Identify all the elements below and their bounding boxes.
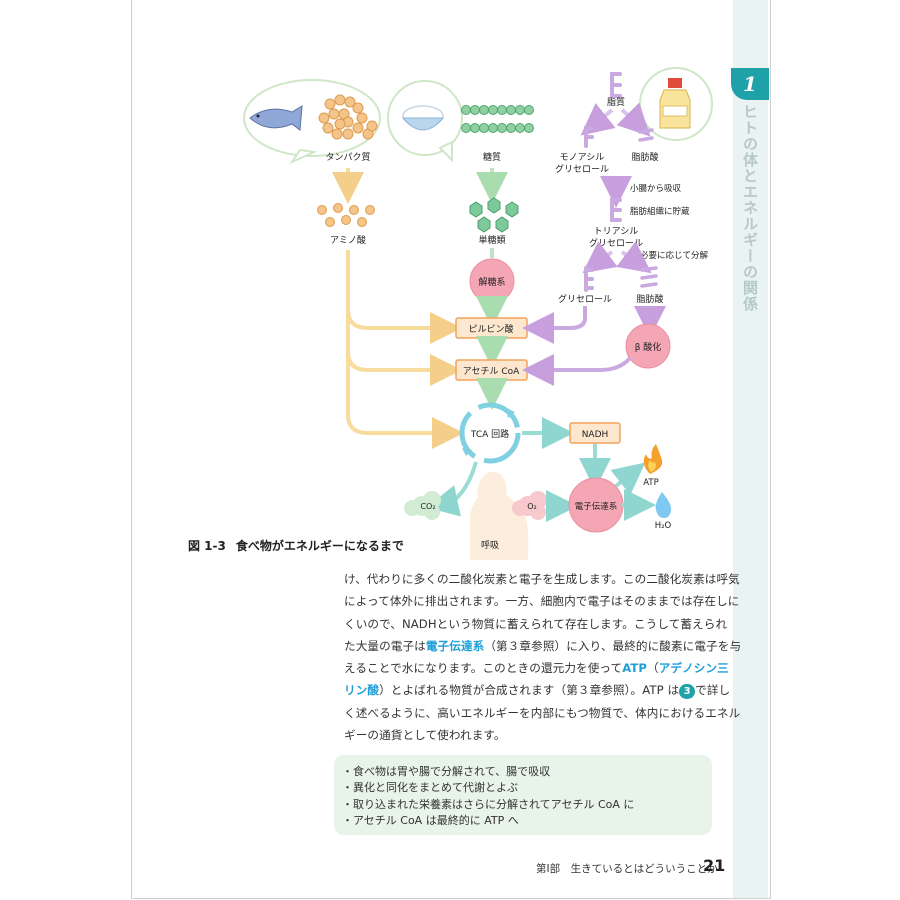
keyword-adenosine: アデノシン三 <box>658 661 729 676</box>
monosaccharide-icons <box>469 197 519 233</box>
label-nadh: NADH <box>582 430 609 440</box>
rice-bowl-icon <box>401 105 445 131</box>
label-triacyl-2: グリセロール <box>589 237 643 249</box>
label-stored: 脂肪組織に貯蔵 <box>630 206 690 217</box>
chapter-number-badge: 1 <box>731 68 769 100</box>
flame-icon <box>643 444 663 474</box>
text-span: （ <box>647 661 659 676</box>
body-paragraph: け、代わりに多くの二酸化炭素と電子を生成します。この二酸化炭素は呼気 によって体… <box>344 568 741 746</box>
metabolism-diagram: タンパク質 糖質 脂質 モノアシル グリセロール 脂肪酸 小腸から吸収 <box>243 67 713 560</box>
label-amino-acid: アミノ酸 <box>330 235 366 246</box>
protein-chain-icon <box>318 94 378 140</box>
water-drop-icon <box>655 492 672 518</box>
keyword-atp: ATP <box>622 661 647 676</box>
label-monoacyl-2: グリセロール <box>555 163 609 175</box>
label-glycerol: グリセロール <box>558 293 612 305</box>
label-fatty-acid-2: 脂肪酸 <box>636 293 663 305</box>
summary-item: ・異化と同化をまとめて代謝とよぶ <box>342 781 518 795</box>
chapter-title: ヒトの体とエネルギーの関係 <box>741 104 759 312</box>
body-line: け、代わりに多くの二酸化炭素と電子を生成します。この二酸化炭素は呼気 <box>344 572 740 586</box>
label-respiration: 呼吸 <box>481 540 499 551</box>
text-span: （第３章参照）に入り、最終的に酸素に電子を与 <box>484 638 742 653</box>
label-glycolysis: 解糖系 <box>478 276 505 288</box>
body-line: ギーの通貨として使われます。 <box>344 728 506 743</box>
label-h2o: H₂O <box>655 521 672 531</box>
label-tca: TCA 回路 <box>470 428 509 440</box>
o2-cloud <box>512 491 547 520</box>
text-span: えることで水になります。このときの還元力を使って <box>344 661 623 676</box>
body-line: く述べるように、高いエネルギーを内部にもつ物質で、体内におけるエネル <box>344 705 741 720</box>
label-acetyl-coa: アセチル CoA <box>463 366 520 377</box>
label-protein: タンパク質 <box>325 151 370 163</box>
summary-item: ・取り込まれた栄養素はさらに分解されてアセチル CoA に <box>342 797 635 811</box>
body-line: くいので、NADHという物質に蓄えられて存在します。こうして蓄えられ <box>344 616 728 631</box>
fatty-acid-2-icon <box>640 266 658 288</box>
sugar-chain-icon <box>461 105 534 133</box>
summary-box: ・食べ物は胃や腸で分解されて、腸で吸収 ・異化と同化をまとめて代謝とよぶ ・取り… <box>334 755 712 835</box>
monoacylglycerol-icon <box>584 126 594 148</box>
label-monoacyl-1: モノアシル <box>560 153 605 163</box>
keyword-etc: 電子伝達系 <box>425 638 485 653</box>
label-absorbed: 小腸から吸収 <box>630 183 682 194</box>
label-triacyl-1: トリアシル <box>594 227 639 237</box>
label-fat: 脂質 <box>607 96 625 108</box>
body-line: によって体外に排出されます。一方、細胞内で電子はそのままでは存在しに <box>344 594 740 609</box>
text-span: ）とよばれる物質が合成されます（第３章参照）。ATP は <box>379 683 680 698</box>
label-etc: 電子伝達系 <box>575 501 618 512</box>
oil-bottle-illustration <box>639 67 713 141</box>
triacylglycerol-icon <box>610 198 622 222</box>
label-co2: CO₂ <box>420 502 435 511</box>
figure-caption: 図 1-3 食べ物がエネルギーになるまで <box>188 537 404 554</box>
figure-caption-text: 食べ物がエネルギーになるまで <box>235 539 404 553</box>
nadh-box <box>569 422 621 444</box>
body-line: えることで水になります。このときの還元力を使ってATP（アデノシン三 <box>344 657 729 679</box>
co2-cloud <box>404 491 441 520</box>
text-span: で詳し <box>695 683 731 698</box>
label-o2: O₂ <box>527 502 537 511</box>
summary-item: ・アセチル CoA は最終的に ATP へ <box>342 813 519 827</box>
keyword-phosphate: リン酸 <box>344 683 380 698</box>
label-sugar: 糖質 <box>483 151 501 163</box>
footer-part-title: 第Ⅰ部 生きているとはどういうことか <box>536 863 718 875</box>
page-number: 21 <box>703 856 726 875</box>
label-decompose: 必要に応じて分解 <box>640 250 709 261</box>
label-monosaccharide: 単糖類 <box>478 234 505 246</box>
fatty-acid-icon <box>638 128 654 142</box>
triglyceride-icon <box>610 72 622 98</box>
body-line: た大量の電子は電子伝達系（第３章参照）に入り、最終的に酸素に電子を与 <box>344 635 741 657</box>
amino-acid-dots <box>317 203 375 227</box>
beta-oxidation-node <box>625 323 671 369</box>
tca-cycle <box>459 402 521 464</box>
text-span: た大量の電子は <box>344 638 426 653</box>
label-pyruvate: ピルビン酸 <box>468 324 513 335</box>
glycerol-icon <box>584 266 594 292</box>
chapter-side-strip <box>733 0 768 898</box>
label-beta-oxidation: β 酸化 <box>635 341 662 353</box>
section-ref-badge: 3 <box>679 684 696 700</box>
label-fatty-acid-1: 脂肪酸 <box>631 151 658 163</box>
summary-item: ・食べ物は胃や腸で分解されて、腸で吸収 <box>342 765 551 778</box>
figure-number: 図 1-3 <box>188 539 226 553</box>
label-atp: ATP <box>643 478 658 488</box>
fish-icon <box>249 105 303 131</box>
sugar-illustration <box>387 80 534 163</box>
protein-illustration <box>243 79 381 165</box>
person-silhouette <box>470 471 529 560</box>
